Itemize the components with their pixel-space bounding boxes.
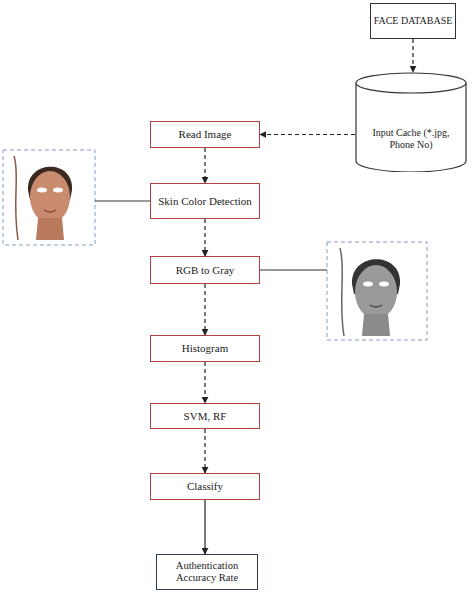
mouth: [370, 305, 382, 307]
text-group: Histogram: [182, 342, 228, 355]
text-group: SVM, RF: [184, 410, 227, 423]
text-group: Input Cache (*.jpg, Phone No): [355, 127, 467, 172]
cache-cylinder: Input Cache (*.jpg, Phone No): [355, 72, 467, 172]
cylinder-outline: [355, 72, 467, 172]
flow-arrow: [412, 39, 413, 72]
eye: [53, 188, 63, 193]
hair-strand: [340, 248, 344, 336]
flow-arrow: [204, 219, 205, 256]
face-gray: [355, 265, 397, 319]
process-box: Histogram: [150, 335, 260, 362]
text-group: Skin Color Detection: [158, 195, 252, 208]
node-text: FACE DATABASE: [374, 15, 453, 27]
eye: [37, 188, 47, 193]
process-box: Classify: [150, 473, 260, 500]
process-box: RGB to Gray: [150, 256, 260, 284]
hair-strand: [14, 156, 18, 240]
neck: [362, 314, 390, 336]
cylinder-top: [356, 73, 466, 93]
flow-arrow: [204, 362, 205, 403]
face-skin: [30, 171, 70, 223]
database-box: FACE DATABASE: [370, 3, 456, 39]
process-box: Read Image: [150, 121, 260, 148]
thumbnail-frame: [3, 150, 95, 245]
neck: [36, 218, 64, 240]
process-box: SVM, RF: [150, 403, 260, 429]
text-group: Classify: [187, 480, 223, 493]
eye: [379, 282, 389, 287]
mouth: [44, 210, 56, 212]
text-group: Read Image: [179, 128, 232, 141]
node-text: Classify: [187, 480, 223, 493]
flow-arrow: [204, 284, 205, 335]
node-text: Authentication Accuracy Rate: [157, 560, 257, 584]
flow-arrow: [204, 148, 205, 183]
node-text: RGB to Gray: [176, 264, 235, 277]
cylinder-body: [356, 83, 466, 172]
flow-arrow: [260, 134, 355, 135]
text-group: FACE DATABASE: [374, 15, 453, 27]
result-box: Authentication Accuracy Rate: [156, 554, 258, 590]
eye: [363, 282, 373, 287]
flow-arrow: [204, 429, 205, 473]
text-group: Authentication Accuracy Rate: [157, 560, 257, 584]
flow-arrow: [204, 500, 205, 554]
node-text: Histogram: [182, 342, 228, 355]
node-text: Input Cache (*.jpg, Phone No): [355, 127, 467, 172]
thumbnail-frame: [327, 242, 427, 340]
node-text: Read Image: [179, 128, 232, 141]
leader-line: [95, 201, 150, 202]
gray-face-thumbnail: [327, 242, 427, 340]
text-group: RGB to Gray: [176, 264, 235, 277]
color-face-thumbnail: [3, 150, 95, 245]
leader-line: [260, 270, 327, 271]
node-text: Skin Color Detection: [158, 195, 252, 208]
node-text: SVM, RF: [184, 410, 227, 423]
process-box: Skin Color Detection: [150, 183, 260, 219]
